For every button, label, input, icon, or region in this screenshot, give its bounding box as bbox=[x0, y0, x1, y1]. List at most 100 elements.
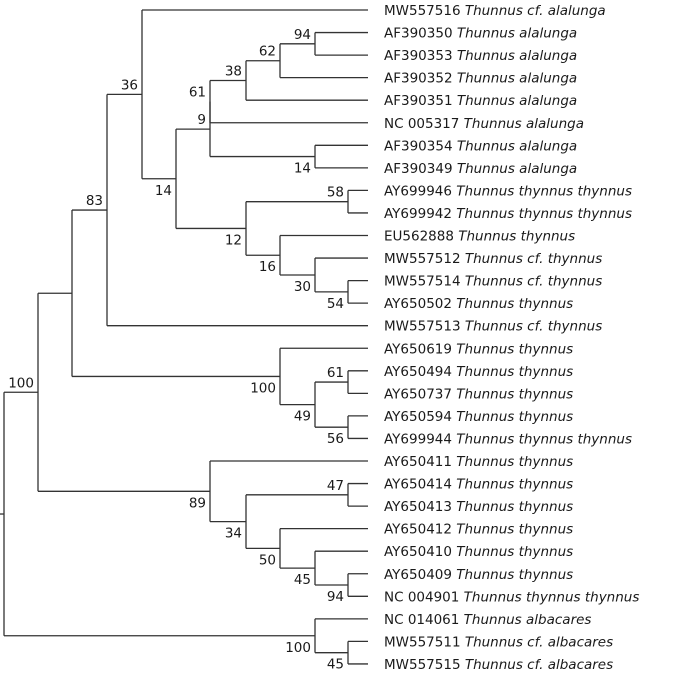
bootstrap-value: 50 bbox=[259, 552, 276, 568]
leaf-label: MW557513 Thunnus cf. thynnus bbox=[384, 319, 602, 335]
bootstrap-value: 45 bbox=[327, 657, 344, 673]
accession: AY650494 bbox=[384, 364, 456, 380]
leaf-label: AY650502 Thunnus thynnus bbox=[384, 296, 573, 312]
species-name: Thunnus cf. thynnus bbox=[465, 274, 602, 290]
accession: AF390351 bbox=[384, 93, 457, 109]
leaf-label: AF390354 Thunnus alalunga bbox=[384, 138, 577, 154]
accession: NC 005317 bbox=[384, 116, 464, 132]
leaf-label: AY650412 Thunnus thynnus bbox=[384, 522, 573, 538]
leaf-label: AY650619 Thunnus thynnus bbox=[384, 341, 573, 357]
bootstrap-value: 12 bbox=[225, 232, 242, 248]
bootstrap-value: 58 bbox=[327, 185, 344, 201]
species-name: Thunnus thynnus bbox=[456, 544, 573, 560]
accession: AF390350 bbox=[384, 26, 457, 42]
accession: AY650410 bbox=[384, 544, 456, 560]
species-name: Thunnus thynnus bbox=[456, 364, 573, 380]
leaf-label: MW557515 Thunnus cf. albacares bbox=[384, 657, 613, 673]
bootstrap-value: 34 bbox=[225, 526, 242, 542]
species-name: Thunnus alalunga bbox=[457, 93, 577, 109]
accession: AF390352 bbox=[384, 71, 457, 87]
accession: AF390349 bbox=[384, 161, 457, 177]
accession: AY650594 bbox=[384, 409, 456, 425]
bootstrap-value: 61 bbox=[189, 85, 206, 101]
leaf-label: AY650737 Thunnus thynnus bbox=[384, 386, 573, 402]
bootstrap-value: 94 bbox=[327, 589, 344, 605]
accession: MW557513 bbox=[384, 319, 465, 335]
leaf-label: AY650409 Thunnus thynnus bbox=[384, 567, 573, 583]
bootstrap-value: 54 bbox=[327, 296, 344, 312]
species-name: Thunnus thynnus thynnus bbox=[456, 206, 632, 222]
species-name: Thunnus thynnus bbox=[456, 386, 573, 402]
leaf-label: AY699942 Thunnus thynnus thynnus bbox=[384, 206, 632, 222]
accession: MW557512 bbox=[384, 251, 465, 267]
species-name: Thunnus alalunga bbox=[464, 116, 584, 132]
leaf-label: NC 005317 Thunnus alalunga bbox=[384, 116, 584, 132]
species-name: Thunnus thynnus bbox=[456, 522, 573, 538]
leaf-label: AF390349 Thunnus alalunga bbox=[384, 161, 577, 177]
leaf-label: MW557514 Thunnus cf. thynnus bbox=[384, 274, 602, 290]
accession: AY650619 bbox=[384, 341, 456, 357]
accession: AY650502 bbox=[384, 296, 456, 312]
accession: MW557515 bbox=[384, 657, 465, 673]
species-name: Thunnus thynnus bbox=[458, 229, 575, 245]
accession: AY699944 bbox=[384, 431, 456, 447]
bootstrap-value: 94 bbox=[294, 27, 311, 43]
accession: MW557511 bbox=[384, 634, 465, 650]
leaf-label: AF390350 Thunnus alalunga bbox=[384, 26, 577, 42]
accession: AY699946 bbox=[384, 183, 456, 199]
leaf-label: AF390353 Thunnus alalunga bbox=[384, 48, 577, 64]
species-name: Thunnus thynnus thynnus bbox=[464, 589, 640, 605]
accession: AY650411 bbox=[384, 454, 456, 470]
bootstrap-value: 89 bbox=[189, 495, 206, 511]
leaf-label: AY650494 Thunnus thynnus bbox=[384, 364, 573, 380]
leaf-label: AF390352 Thunnus alalunga bbox=[384, 71, 577, 87]
accession: AF390353 bbox=[384, 48, 457, 64]
leaf-label: AY699944 Thunnus thynnus thynnus bbox=[384, 431, 632, 447]
species-name: Thunnus cf. albacares bbox=[465, 634, 613, 650]
accession: AY650409 bbox=[384, 567, 456, 583]
accession: AY699942 bbox=[384, 206, 456, 222]
species-name: Thunnus thynnus bbox=[456, 341, 573, 357]
species-name: Thunnus alalunga bbox=[457, 48, 577, 64]
accession: MW557516 bbox=[384, 3, 465, 19]
bootstrap-value: 56 bbox=[327, 431, 344, 447]
species-name: Thunnus cf. albacares bbox=[465, 657, 613, 673]
bootstrap-value: 38 bbox=[225, 63, 242, 79]
leaf-label: MW557516 Thunnus cf. alalunga bbox=[384, 3, 606, 19]
accession: AY650737 bbox=[384, 386, 456, 402]
bootstrap-value: 14 bbox=[155, 183, 172, 199]
leaf-label: AF390351 Thunnus alalunga bbox=[384, 93, 577, 109]
species-name: Thunnus thynnus thynnus bbox=[456, 183, 632, 199]
species-name: Thunnus thynnus bbox=[456, 409, 573, 425]
bootstrap-value: 100 bbox=[8, 375, 34, 391]
bootstrap-value: 9 bbox=[197, 112, 206, 128]
species-name: Thunnus albacares bbox=[464, 612, 592, 628]
accession: NC 004901 bbox=[384, 589, 464, 605]
accession: MW557514 bbox=[384, 274, 465, 290]
bootstrap-value: 100 bbox=[250, 380, 276, 396]
species-name: Thunnus alalunga bbox=[457, 138, 577, 154]
species-name: Thunnus alalunga bbox=[457, 161, 577, 177]
species-name: Thunnus alalunga bbox=[457, 71, 577, 87]
bootstrap-value: 49 bbox=[294, 409, 311, 425]
accession: NC 014061 bbox=[384, 612, 464, 628]
accession: AF390354 bbox=[384, 138, 457, 154]
species-name: Thunnus cf. alalunga bbox=[465, 3, 606, 19]
bootstrap-value: 16 bbox=[259, 259, 276, 275]
species-name: Thunnus cf. thynnus bbox=[465, 319, 602, 335]
leaf-label: NC 004901 Thunnus thynnus thynnus bbox=[384, 589, 639, 605]
leaf-label: AY650411 Thunnus thynnus bbox=[384, 454, 573, 470]
bootstrap-value: 100 bbox=[285, 640, 311, 656]
bootstrap-value: 36 bbox=[121, 77, 138, 93]
species-name: Thunnus thynnus bbox=[456, 567, 573, 583]
bootstrap-value: 61 bbox=[327, 365, 344, 381]
leaf-label: AY650414 Thunnus thynnus bbox=[384, 477, 573, 493]
accession: AY650412 bbox=[384, 522, 456, 538]
bootstrap-value: 62 bbox=[259, 44, 276, 60]
bootstrap-value: 47 bbox=[327, 478, 344, 494]
leaf-label: EU562888 Thunnus thynnus bbox=[384, 229, 575, 245]
species-name: Thunnus thynnus bbox=[456, 499, 573, 515]
accession: EU562888 bbox=[384, 229, 458, 245]
bootstrap-value: 30 bbox=[294, 279, 311, 295]
